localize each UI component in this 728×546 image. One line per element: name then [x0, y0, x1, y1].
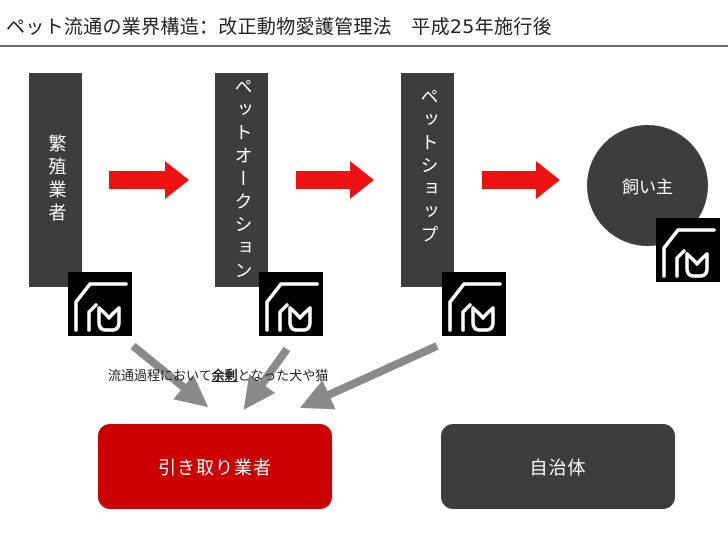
flow-arrow-1 — [109, 161, 189, 199]
stage-petshop-label: ペットショップ — [417, 87, 439, 248]
flow-arrow-2-shape — [296, 161, 374, 199]
surplus-arrow-breeder — [130, 342, 209, 408]
stage-auction-label: ペットオークション — [231, 76, 253, 284]
surplus-arrow-auction — [243, 346, 291, 410]
cage-icon-petshop — [442, 272, 506, 336]
takeover-business-box: 引き取り業者 — [98, 424, 332, 509]
flow-arrow-1-shape — [109, 161, 189, 199]
stage-breeder: 繁殖業者 — [29, 73, 82, 287]
surplus-note-before: 流通過程において — [108, 369, 212, 384]
municipality-box: 自治体 — [441, 424, 675, 509]
municipality-label: 自治体 — [529, 457, 587, 479]
cage-icon-auction — [259, 272, 323, 336]
flow-arrow-2 — [296, 161, 374, 199]
takeover-business-label: 引き取り業者 — [158, 457, 272, 479]
page-title: ペット流通の業界構造：改正動物愛護管理法 平成25年施行後 — [6, 16, 552, 38]
stage-petshop: ペットショップ — [401, 73, 454, 287]
surplus-note-after: となった犬や猫 — [237, 369, 329, 384]
flow-arrow-3-shape — [482, 161, 560, 199]
flow-arrow-3 — [482, 161, 560, 199]
cage-icon-breeder — [68, 272, 132, 336]
surplus-arrow-petshop — [299, 342, 439, 410]
surplus-note: 流通過程において余剰となった犬や猫 — [108, 365, 328, 384]
cage-icon-owner — [656, 218, 720, 282]
owner-label: 飼い主 — [622, 178, 673, 198]
stage-auction: ペットオークション — [215, 73, 268, 287]
title-divider — [0, 45, 728, 47]
stage-breeder-label: 繁殖業者 — [45, 134, 67, 226]
surplus-note-emphasis: 余剰 — [211, 369, 238, 384]
